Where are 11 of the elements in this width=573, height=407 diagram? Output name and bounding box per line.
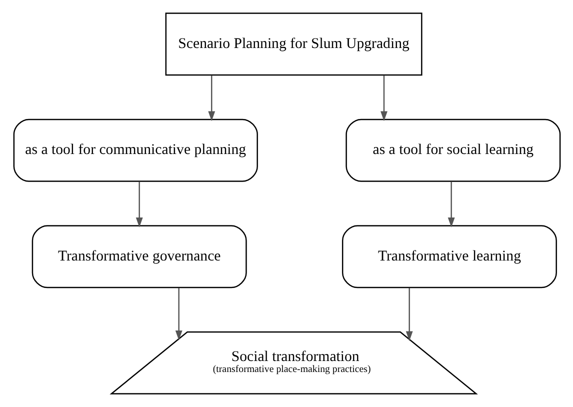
arrow bbox=[380, 75, 387, 122]
arrow bbox=[447, 182, 454, 228]
node-box: Transformative learning bbox=[341, 225, 556, 288]
node-box: as a tool for social learning bbox=[345, 118, 560, 182]
arrow bbox=[208, 75, 215, 122]
node-box: as a tool for communicative planning bbox=[12, 118, 258, 182]
arrow bbox=[174, 288, 182, 340]
arrow bbox=[135, 182, 142, 228]
arrow bbox=[405, 288, 412, 342]
node-box: Scenario Planning for Slum Upgrading bbox=[164, 12, 422, 76]
node-box: Transformative governance bbox=[31, 225, 246, 288]
